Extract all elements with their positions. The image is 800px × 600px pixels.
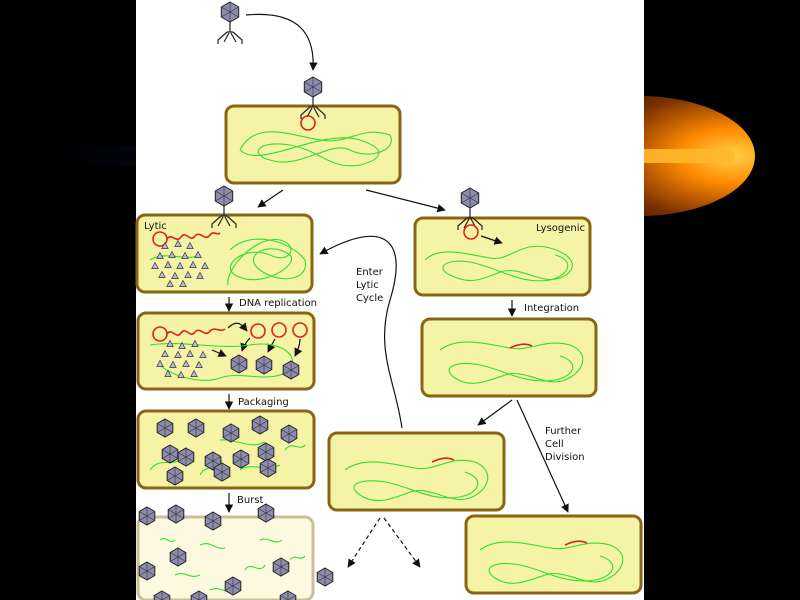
label-integration: Integration bbox=[524, 303, 579, 314]
label-enter-lytic-2: Lytic bbox=[356, 280, 379, 291]
cell-packaging bbox=[138, 411, 314, 488]
cell-burst bbox=[138, 504, 333, 600]
label-further-3: Division bbox=[545, 452, 585, 463]
cell-dna-replication bbox=[138, 313, 314, 389]
label-further-2: Cell bbox=[545, 439, 564, 450]
label-packaging: Packaging bbox=[238, 397, 289, 408]
label-lytic: Lytic bbox=[144, 221, 167, 232]
cell-prophage-daughter-left bbox=[329, 433, 504, 510]
label-burst: Burst bbox=[237, 495, 264, 506]
label-further-1: Further bbox=[545, 426, 582, 437]
cell-prophage-daughter-right bbox=[466, 516, 641, 593]
cell-integrated bbox=[422, 319, 596, 396]
label-enter-lytic-3: Cycle bbox=[356, 293, 383, 304]
label-dna-replication: DNA replication bbox=[239, 298, 317, 309]
label-enter-lytic-1: Enter bbox=[356, 267, 384, 278]
label-lysogenic: Lysogenic bbox=[536, 223, 585, 234]
